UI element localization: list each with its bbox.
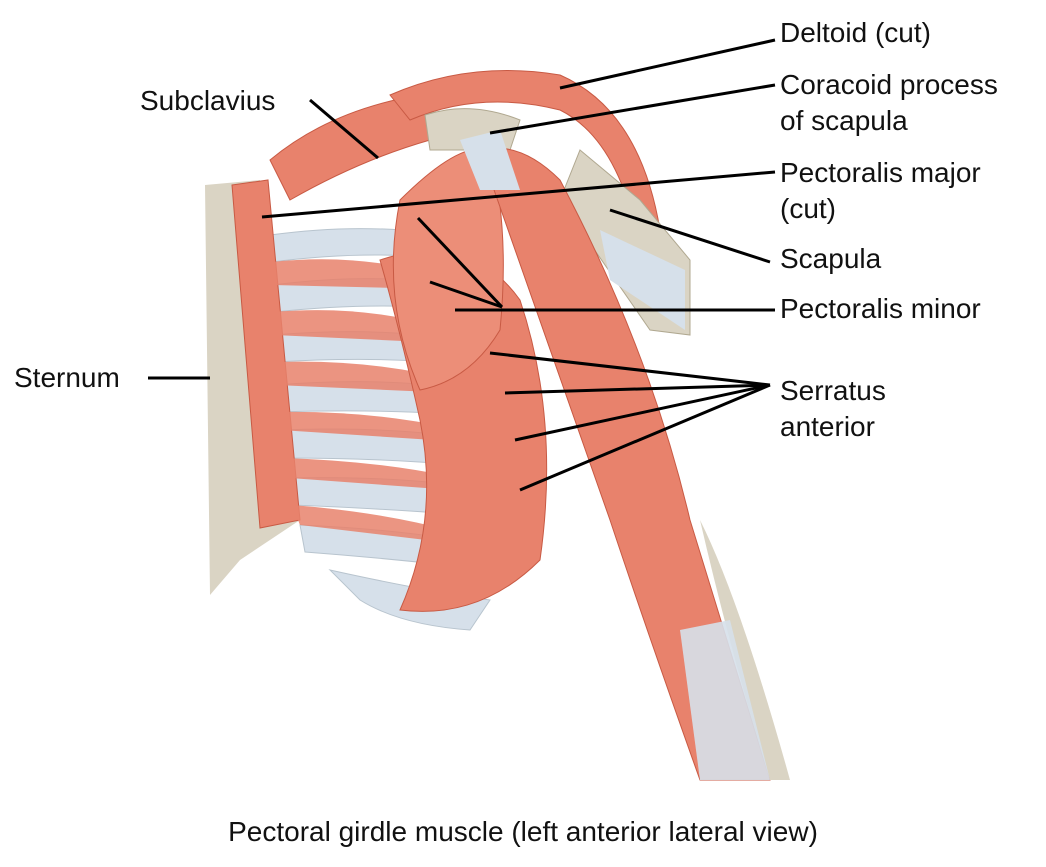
- leader-lines: [148, 38, 776, 492]
- label-serratus-2: anterior: [780, 411, 875, 442]
- label-coracoid-1: Coracoid process: [780, 69, 998, 100]
- label-pec-major-1: Pectoralis major: [780, 157, 981, 188]
- figure-caption: Pectoral girdle muscle (left anterior la…: [228, 816, 818, 847]
- label-sternum: Sternum: [14, 362, 120, 393]
- humerus-bone: [700, 520, 790, 780]
- label-subclavius: Subclavius: [140, 85, 276, 116]
- label-scapula: Scapula: [780, 243, 882, 274]
- label-deltoid: Deltoid (cut): [780, 17, 931, 48]
- label-coracoid-2: of scapula: [780, 105, 908, 136]
- tendon: [460, 130, 520, 190]
- scapula-tendon: [600, 230, 685, 330]
- label-pec-minor: Pectoralis minor: [780, 293, 981, 324]
- elbow-tendon: [680, 620, 770, 780]
- label-serratus-1: Serratus: [780, 375, 886, 406]
- label-pec-major-2: (cut): [780, 193, 836, 224]
